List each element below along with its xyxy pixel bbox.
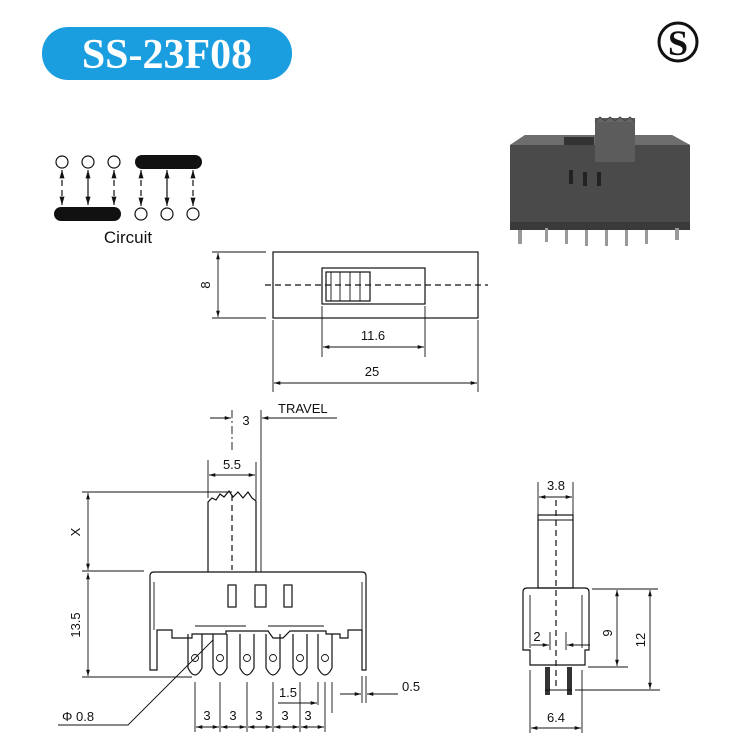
dim-pitch-3: 3 <box>255 708 262 723</box>
model-title: SS-23F08 <box>82 32 252 78</box>
title-badge: SS-23F08 <box>42 27 292 80</box>
dim-pin-offset: 1.5 <box>279 685 297 700</box>
dim-travel: 3 <box>242 413 249 428</box>
pins <box>187 634 333 676</box>
dim-total-height: 12 <box>633 633 648 647</box>
logo-letter: S <box>668 23 688 63</box>
dim-body-height: 13.5 <box>68 612 83 637</box>
dim-pin-gap: 2 <box>533 629 540 644</box>
dim-pitch-4: 3 <box>281 708 288 723</box>
dim-side-knob-width: 3.8 <box>547 478 565 493</box>
dim-pitch-2: 3 <box>229 708 236 723</box>
dim-pin-span: 6.4 <box>547 710 565 725</box>
travel-label: TRAVEL <box>278 401 328 416</box>
dim-knob-width: 5.5 <box>223 457 241 472</box>
dim-pitch-5: 3 <box>304 708 311 723</box>
circuit-diagram: Circuit <box>54 155 202 247</box>
top-view: 8 11.6 25 <box>198 251 488 392</box>
dim-knob-height: X <box>68 527 83 536</box>
dim-hole-diameter: Φ 0.8 <box>62 709 94 724</box>
dim-pin-thickness: 0.5 <box>402 679 420 694</box>
circuit-label: Circuit <box>104 228 152 247</box>
side-view: 3.8 2 9 12 6.4 <box>522 478 660 733</box>
front-view: 3 TRAVEL 5.5 X 13.5 3 3 3 3 3 1.5 <box>58 401 420 732</box>
dim-slot-length: 11.6 <box>361 328 385 343</box>
dim-pitch-1: 3 <box>203 708 210 723</box>
brand-logo: S <box>657 21 699 63</box>
dim-height-8: 8 <box>198 281 213 288</box>
product-photo <box>510 116 690 246</box>
dim-body-length: 25 <box>365 364 379 379</box>
dim-side-body-height: 9 <box>600 629 615 636</box>
